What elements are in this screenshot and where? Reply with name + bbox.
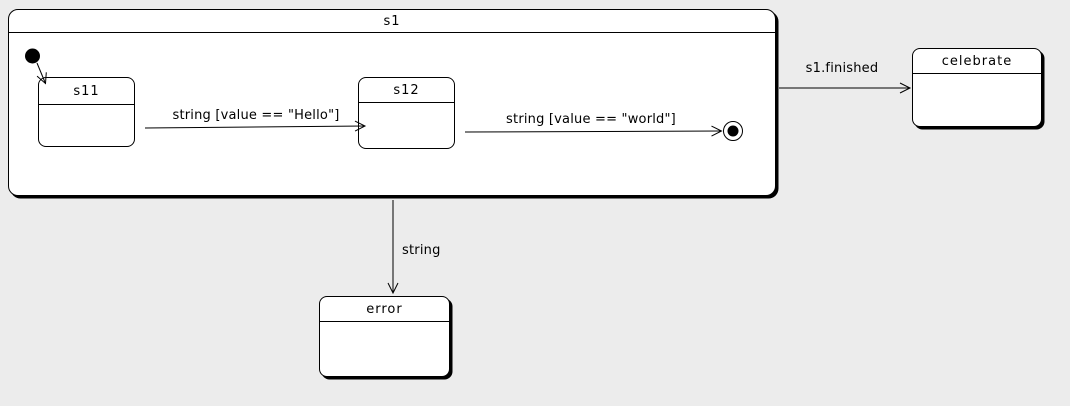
state-celebrate[interactable]: celebrate [912,48,1042,127]
state-s12-title: s12 [393,82,420,98]
state-s11-header: s11 [39,78,134,105]
state-error-title: error [366,301,403,317]
state-s11[interactable]: s11 [38,77,135,147]
transition-s12-to-final-line[interactable] [464,125,723,137]
state-error-header: error [320,297,449,322]
transition-s1-to-error-label: string [402,243,441,258]
state-s12[interactable]: s12 [358,77,455,149]
state-s11-title: s11 [73,83,100,99]
state-s1-title: s1 [383,13,401,29]
state-celebrate-header: celebrate [913,49,1041,74]
transition-s11-to-s12-label: string [value == "Hello"] [172,108,340,123]
state-s12-header: s12 [359,78,454,103]
state-celebrate-title: celebrate [941,53,1013,69]
transition-s1-to-celebrate-label: s1.finished [805,61,879,76]
state-s1-header: s1 [9,10,775,33]
transition-initial-to-s11-line[interactable] [36,62,47,85]
transition-s11-to-s12-line[interactable] [144,120,367,132]
state-error[interactable]: error [319,296,450,377]
transition-s12-to-final-label: string [value == "world"] [506,112,676,127]
